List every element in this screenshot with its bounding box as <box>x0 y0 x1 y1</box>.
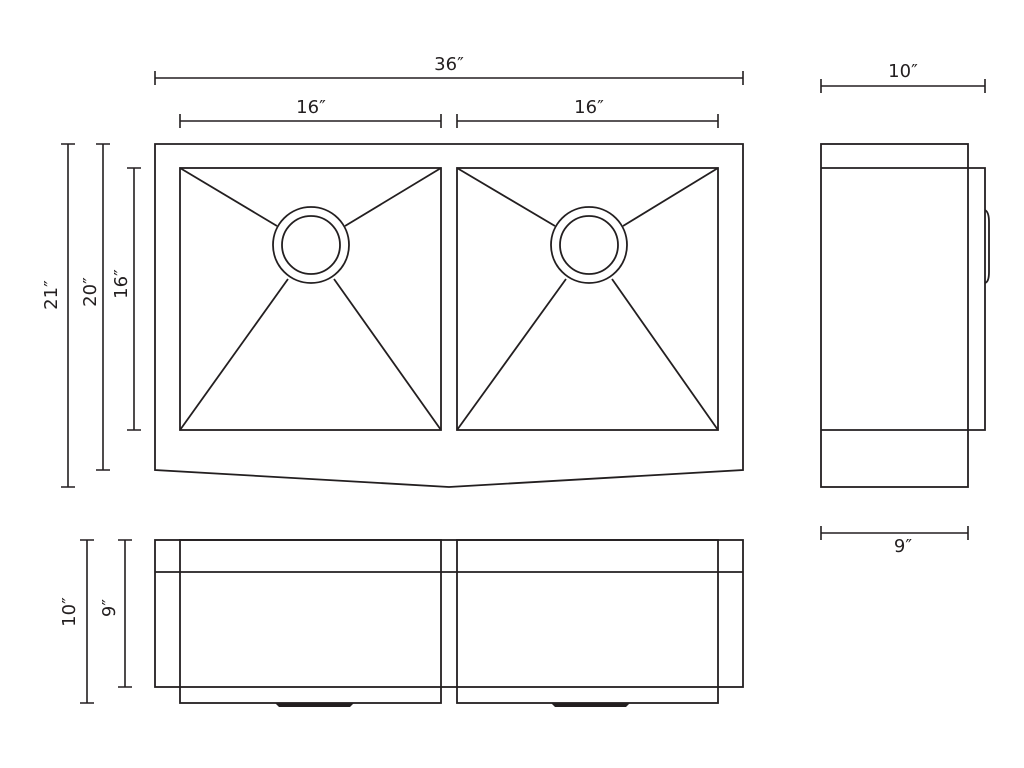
dim-label-bowl-depth: 16″ <box>111 269 132 299</box>
dim-depth-side: 20″ <box>80 143 110 471</box>
dim-label-side-width-top: 10″ <box>888 61 918 82</box>
dim-side-width-bottom: 9″ <box>820 526 969 557</box>
left-bowl-front <box>179 539 442 704</box>
dim-label-overall-width: 36″ <box>434 54 464 75</box>
right-bowl-front <box>456 539 719 704</box>
right-bowl-top <box>456 167 719 431</box>
left-drain-inner <box>281 215 341 275</box>
dim-front-height: 10″ <box>59 539 94 704</box>
dim-label-depth-center: 21″ <box>41 280 62 310</box>
right-drain-front <box>551 703 630 707</box>
dim-label-bowl-height: 9″ <box>99 599 120 617</box>
dim-right-bowl-width: 16″ <box>456 97 719 128</box>
left-drain-front <box>275 703 354 707</box>
side-view: 10″ 9″ <box>820 61 990 557</box>
dim-label-left-bowl-width: 16″ <box>296 97 326 118</box>
dim-label-front-height: 10″ <box>59 597 80 627</box>
dim-label-right-bowl-width: 16″ <box>574 97 604 118</box>
left-drain-outer <box>272 206 350 284</box>
right-drain-outer <box>550 206 628 284</box>
dim-left-bowl-width: 16″ <box>179 97 442 128</box>
top-view: 36″ 16″ 16″ 21″ 20″ 16″ <box>41 54 744 488</box>
right-drain-inner <box>559 215 619 275</box>
left-bowl-top <box>179 167 442 431</box>
dim-overall-width: 36″ <box>154 54 744 85</box>
sink-outline-top <box>154 143 744 488</box>
dim-label-side-width-bottom: 9″ <box>894 536 912 557</box>
dim-bowl-height: 9″ <box>99 539 132 688</box>
dim-label-depth-side: 20″ <box>80 277 101 307</box>
dim-depth-center: 21″ <box>41 143 75 488</box>
side-drain-bump <box>984 209 990 284</box>
front-view: 10″ 9″ <box>59 539 744 707</box>
dim-bowl-depth: 16″ <box>111 167 141 431</box>
dim-side-width-top: 10″ <box>820 61 986 93</box>
